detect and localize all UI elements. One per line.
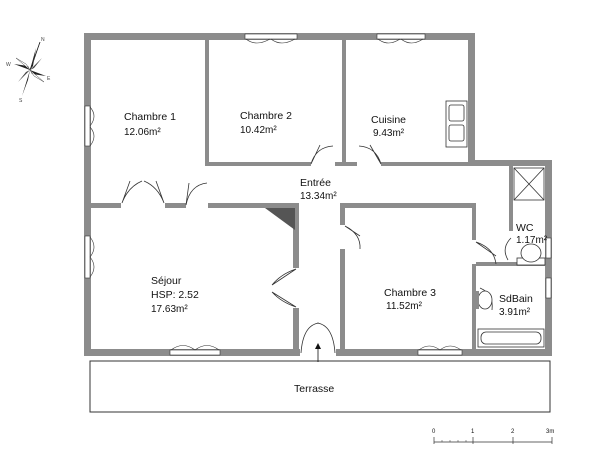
kitchen-sink-icon (445, 100, 468, 148)
room-area-cuisine: 9.43m² (373, 128, 405, 139)
room-area-entree: 13.34m² (300, 191, 337, 202)
room-name-chambre1: Chambre 1 (124, 111, 176, 123)
scale-tick-1: 1 (471, 429, 475, 435)
room-area-chambre2: 10.42m² (240, 125, 277, 136)
room-hsp-sejour: HSP: 2.52 (151, 289, 199, 301)
room-area-sejour: 17.63m² (151, 304, 188, 315)
doors (121, 144, 513, 362)
compass-rose-icon: N E S W (6, 37, 51, 104)
window-sejour-bottom (169, 345, 221, 356)
window-wc (545, 237, 552, 259)
scale-tick-3: 3m (546, 429, 554, 435)
room-area-sdbain: 3.91m² (499, 307, 531, 318)
shower-tray-icon (513, 167, 545, 201)
window-sdbain (545, 277, 552, 299)
terrasse-label: Terrasse (294, 383, 334, 395)
window-chambre3 (417, 345, 463, 356)
window-chambre2 (244, 33, 298, 44)
scale-tick-2: 2 (511, 429, 515, 435)
compass-w-label: W (6, 62, 11, 68)
window-sejour (84, 235, 95, 279)
bathtub-icon (477, 328, 545, 348)
washbasin-icon (476, 290, 493, 310)
compass-s-label: S (19, 98, 23, 104)
room-name-chambre3: Chambre 3 (384, 287, 436, 299)
compass-n-label: N (41, 37, 45, 43)
toilet-icon (516, 243, 546, 266)
window-chambre1 (84, 105, 95, 147)
scale-tick-0: 0 (432, 429, 436, 435)
room-name-sdbain: SdBain (499, 293, 533, 305)
room-name-cuisine: Cuisine (371, 114, 406, 126)
room-name-entree: Entrée (300, 177, 331, 189)
room-name-sejour: Séjour (151, 275, 182, 287)
room-name-chambre2: Chambre 2 (240, 110, 292, 122)
room-area-chambre1: 12.06m² (124, 127, 161, 138)
terrasse-area (89, 360, 551, 413)
room-area-chambre3: 11.52m² (386, 301, 423, 312)
compass-e-label: E (47, 76, 51, 82)
room-area-wc: 1.17m² (516, 235, 548, 246)
window-cuisine (376, 33, 426, 44)
scale-bar: 0 1 2 3m (432, 429, 554, 444)
room-name-wc: WC (516, 222, 534, 234)
